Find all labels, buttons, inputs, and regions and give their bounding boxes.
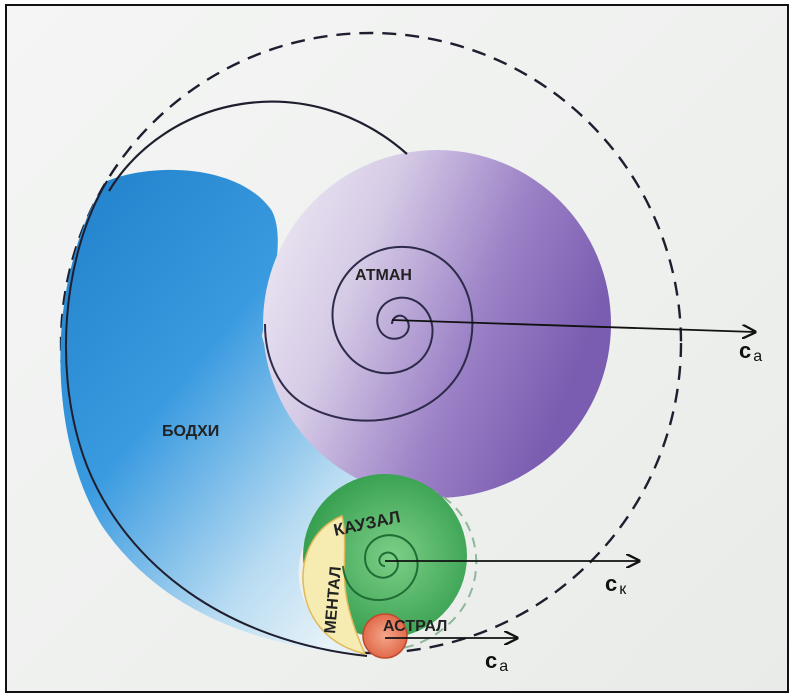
kauzal-spiral xyxy=(342,534,419,602)
astral-c-symbol: c xyxy=(485,648,497,673)
atman-c-subscript: a xyxy=(753,348,762,365)
atman-label: АТМАН xyxy=(355,267,412,284)
kauzal-c-symbol: c xyxy=(605,571,617,596)
kauzal-c-subscript: к xyxy=(619,581,627,598)
astral-c-subscript: a xyxy=(499,658,508,675)
outer-solid-arc xyxy=(108,100,408,192)
kauzal-dashed-arc xyxy=(401,483,478,649)
atman-c-symbol: c xyxy=(739,338,751,363)
atman-spiral xyxy=(264,245,474,422)
atman-arrow xyxy=(391,319,755,332)
astral-region xyxy=(362,613,408,659)
mental-region xyxy=(302,514,367,656)
astral-label: АСТРАЛ xyxy=(383,618,447,635)
outer-solid-arc-left xyxy=(64,180,368,657)
atman-region xyxy=(263,150,611,498)
bodhi-label: БОДХИ xyxy=(162,423,219,440)
bodhi-region xyxy=(60,169,385,656)
mental-label: МЕНТАЛ xyxy=(322,566,345,635)
